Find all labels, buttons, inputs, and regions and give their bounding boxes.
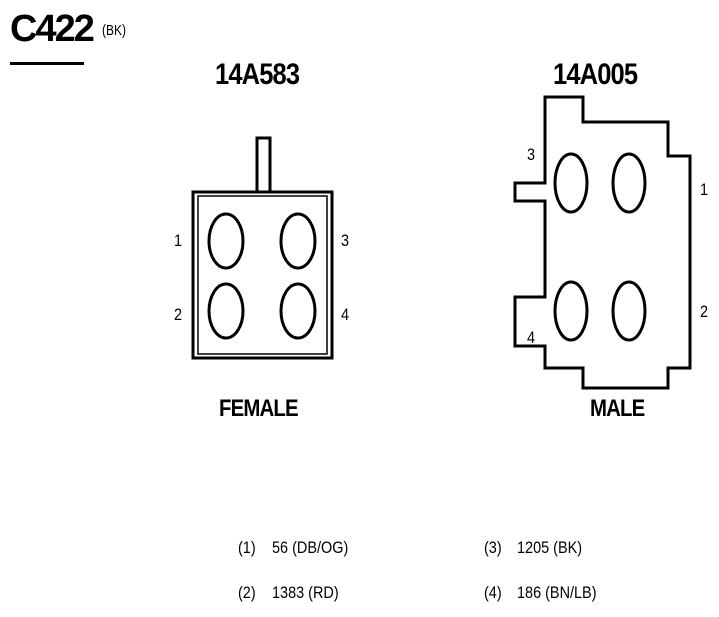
legend-pin-1-circuit: 56 (DB/OG) xyxy=(272,538,349,557)
female-pin-label-4: 4 xyxy=(341,305,350,324)
female-pin-label-2: 2 xyxy=(174,305,183,324)
female-pin-2-cavity xyxy=(207,282,245,340)
female-pin-label-1: 1 xyxy=(174,231,183,250)
legend-pin-3-circuit: 1205 (BK) xyxy=(517,538,583,557)
female-connector-face xyxy=(191,136,334,360)
male-part-number: 14A005 xyxy=(553,58,638,91)
legend-pin-4-circuit: 186 (BN/LB) xyxy=(517,583,597,602)
female-pin-4-cavity xyxy=(279,282,317,340)
legend-pin-1-number: (1) xyxy=(238,538,256,557)
male-pin-label-2: 2 xyxy=(700,302,709,321)
male-pin-1-cavity xyxy=(611,152,647,214)
female-gender-label: FEMALE xyxy=(219,395,299,422)
female-connector-inner-wall xyxy=(197,195,328,355)
female-connector-body xyxy=(191,190,334,360)
male-pin-cavities xyxy=(553,152,647,342)
connector-id-underline xyxy=(10,62,84,65)
male-gender-label: MALE xyxy=(590,395,645,422)
female-pin-1-cavity xyxy=(207,212,245,270)
legend-pin-2-circuit: 1383 (RD) xyxy=(272,583,339,602)
male-pin-label-1: 1 xyxy=(700,180,709,199)
connector-color-code: (BK) xyxy=(102,22,126,39)
legend-pin-3-number: (3) xyxy=(484,538,502,557)
legend-pin-4-number: (4) xyxy=(484,583,502,602)
male-connector-body xyxy=(513,95,692,390)
female-pin-label-3: 3 xyxy=(341,231,350,250)
connector-id: C422 xyxy=(10,8,95,50)
male-pin-4-cavity xyxy=(553,280,589,342)
female-pin-cavities xyxy=(207,212,317,340)
legend-pin-2-number: (2) xyxy=(238,583,256,602)
female-part-number: 14A583 xyxy=(215,58,300,91)
male-pin-label-3: 3 xyxy=(527,145,536,164)
male-pin-3-cavity xyxy=(553,152,589,214)
male-pin-label-4: 4 xyxy=(527,328,536,347)
male-pin-2-cavity xyxy=(611,280,647,342)
female-pin-3-cavity xyxy=(279,212,317,270)
female-connector-lock-tab xyxy=(255,136,272,194)
